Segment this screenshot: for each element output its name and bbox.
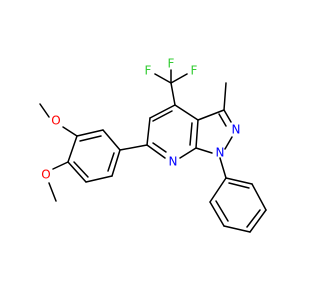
aryl-bond-6 <box>111 149 121 177</box>
aryl-bond-3 <box>67 135 78 163</box>
atom-n-pyridine: N <box>169 155 178 169</box>
atom-n-pyrazole-1: N <box>216 146 225 160</box>
molecule-structure: F F F N N N O O <box>39 57 267 233</box>
aryl-bond-5 <box>85 175 113 183</box>
bond-c-f-right <box>170 73 188 84</box>
aryl-bond-2 <box>76 129 104 137</box>
bond-c-f-left <box>154 73 172 84</box>
atom-f-left: F <box>145 64 152 78</box>
atom-o-upper: O <box>51 114 60 128</box>
bond-c6-n7 <box>146 144 166 159</box>
bond-n1-c7a <box>195 147 213 154</box>
bond-aryl-o-upper <box>62 126 78 137</box>
aryl-bond-1 <box>102 129 121 151</box>
atom-f-right: F <box>191 64 198 78</box>
atom-o-lower: O <box>41 168 50 182</box>
aryl-bond-4 <box>67 161 87 183</box>
phenyl-bond-4 <box>223 225 251 233</box>
bond-n2-n1 <box>224 136 233 150</box>
atom-labels: F F F N N N O O <box>41 57 240 182</box>
bond-n7-c7a <box>179 147 197 159</box>
bond-c6-n7-double <box>152 142 167 153</box>
bond-n1-phenyl <box>219 157 227 179</box>
bond-aryl-o-lower <box>52 161 69 170</box>
bond-c3-n2-double <box>218 113 227 127</box>
bond-o-methyl-lower <box>48 182 57 202</box>
bond-c4-c5-double <box>152 110 173 122</box>
aryl-bond-4-double <box>73 161 89 178</box>
atom-n-pyrazole-2: N <box>232 123 241 137</box>
bond-c5-c6 <box>146 117 151 146</box>
bond-c7a-c3a-double <box>189 122 193 146</box>
bond-c3-methyl <box>223 82 227 111</box>
aryl-bond-6-double <box>107 152 115 172</box>
bond-cf3-ring <box>170 82 176 106</box>
bond-c4-c3a <box>174 104 199 121</box>
phenyl-bond-1 <box>225 177 253 185</box>
phenyl-bond-2 <box>251 183 267 211</box>
phenyl-bond-6 <box>209 177 227 203</box>
bond-c7a-c3a <box>195 119 199 149</box>
bond-c3-n2 <box>223 109 232 123</box>
phenyl-bond-5 <box>209 201 225 227</box>
bonds <box>39 69 267 233</box>
phenyl-bond-3-double <box>246 209 261 228</box>
bond-c3a-c3 <box>197 109 225 121</box>
bond-o-methyl-upper <box>39 103 50 118</box>
phenyl-bond-1-double <box>228 182 250 189</box>
phenyl-bond-5-double <box>215 200 229 222</box>
bond-c4-c5 <box>149 104 176 119</box>
phenyl-bond-3 <box>249 209 267 233</box>
bond-c6-aryl <box>119 144 148 151</box>
aryl-bond-2-double <box>79 135 102 142</box>
atom-f-top: F <box>168 57 175 71</box>
